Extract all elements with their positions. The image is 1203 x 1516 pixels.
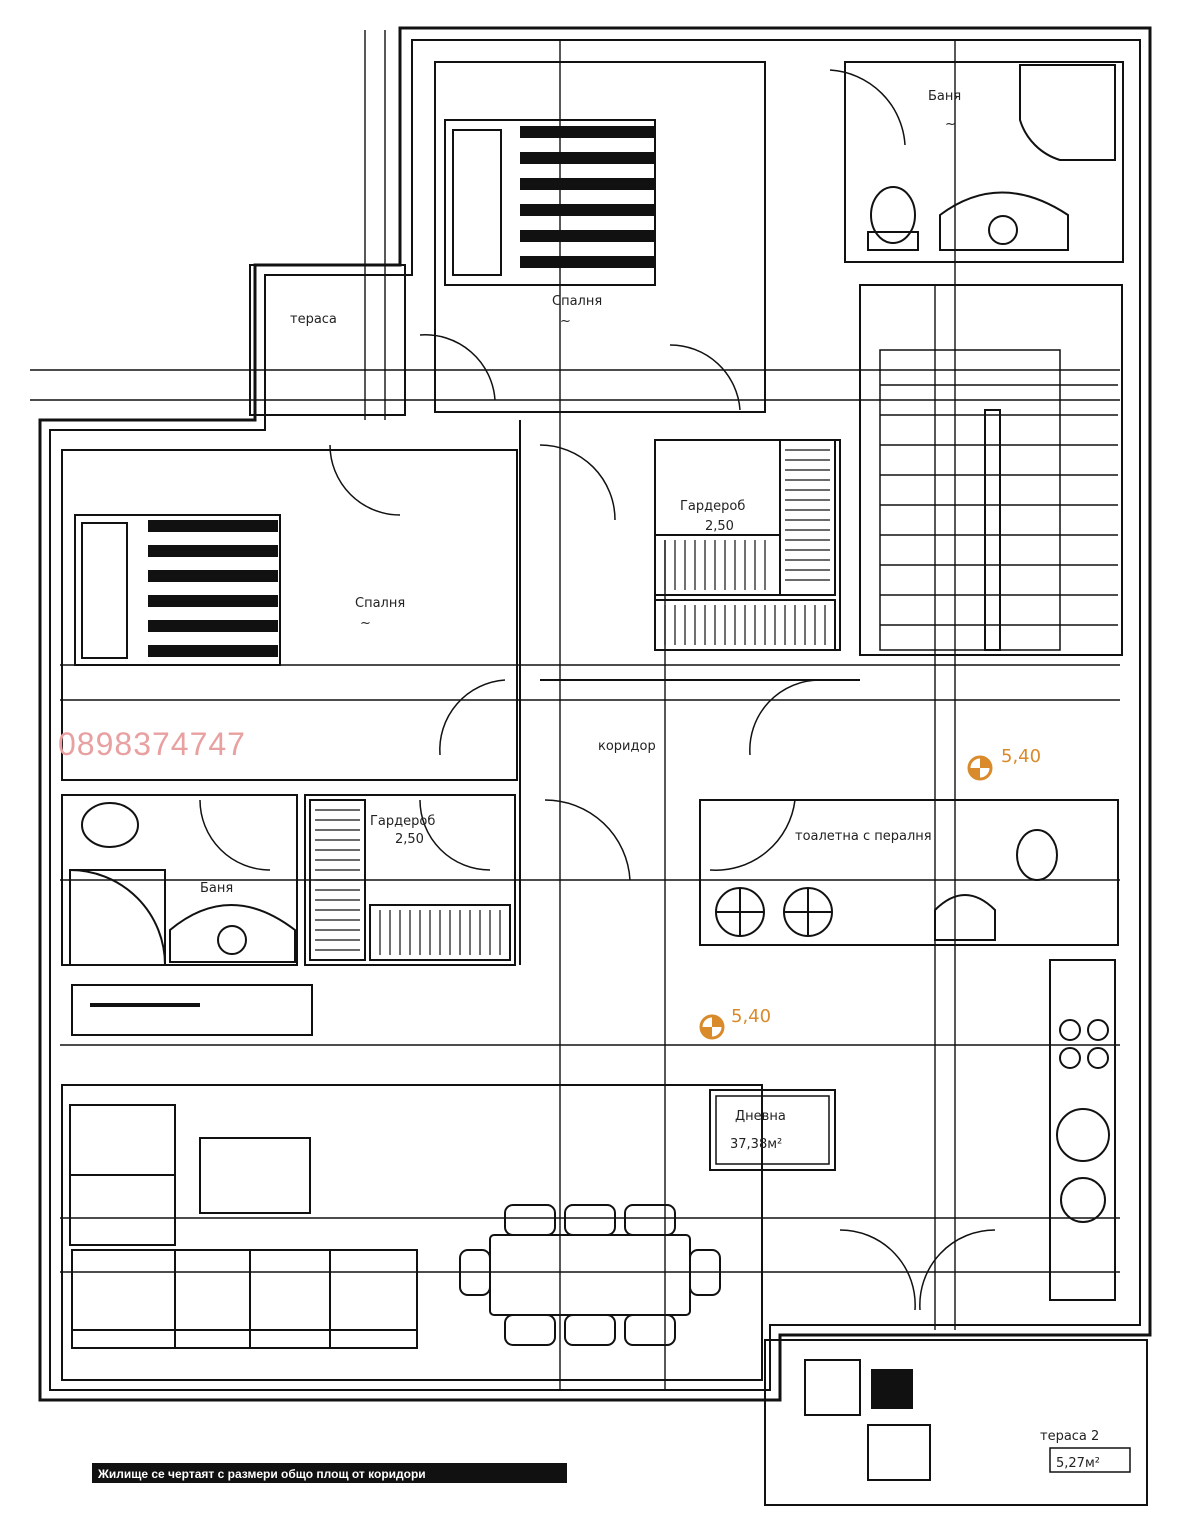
room-area-bedroom-left: ~: [360, 616, 371, 631]
wardrobe-hatch: [309, 439, 836, 961]
elevation-value: 5,40: [1001, 746, 1041, 767]
room-label-terrace-bottom: тераса 2: [1040, 1429, 1099, 1444]
kitchen-counter: [1049, 959, 1116, 1301]
stair-room: [859, 284, 1123, 656]
room-label-bathroom-left: Баня: [200, 881, 233, 896]
terrace-bottom: [764, 1339, 1148, 1506]
watermark-phone: 0898374747: [58, 726, 246, 762]
wardrobe-mid-room: [654, 439, 841, 651]
room-area-bedroom-top: ~: [560, 314, 571, 329]
bedroom-left-room: [61, 449, 518, 781]
room-area-bathroom-top: ~: [945, 117, 956, 132]
room-area-wardrobe-left: 2,50: [395, 832, 424, 847]
room-area-wardrobe-mid: 2,50: [705, 519, 734, 534]
room-label-bedroom-top: Спалня: [552, 294, 602, 309]
bed-left: [74, 514, 281, 666]
elevation-marker: 5,40: [699, 1006, 771, 1040]
caption-text: Жилище се чертаят с размери общо площ от…: [97, 1467, 426, 1481]
staircase: [879, 349, 1118, 651]
bathroom-top-room: [844, 61, 1124, 263]
room-label-wardrobe-left: Гардероб: [370, 814, 435, 829]
room-label-terrace-top: тераса: [290, 312, 337, 327]
bed-top: [444, 119, 656, 286]
outer-wall-inner: [49, 39, 1141, 1391]
room-area-living: 37,38м²: [730, 1137, 782, 1152]
door-swings: [199, 69, 996, 1311]
room-label-bathroom-top: Баня: [928, 89, 961, 104]
room-label-living: Дневна: [735, 1109, 786, 1124]
elevation-marker: 5,40: [967, 746, 1041, 781]
wc-laundry-room: [699, 799, 1119, 946]
room-label-bedroom-left: Спалня: [355, 596, 405, 611]
elevation-value: 5,40: [731, 1006, 771, 1027]
caption-bar: [92, 1463, 567, 1483]
living-furniture: [69, 984, 931, 1481]
room-label-corridor: коридор: [598, 739, 656, 754]
room-area-terrace-bottom: 5,27м²: [1056, 1456, 1100, 1471]
bedroom-top-room: [434, 61, 766, 413]
bath-fixtures: [69, 64, 1116, 966]
terrace-top: [249, 264, 406, 416]
living-room: [61, 1084, 763, 1381]
room-label-wc-laundry: тоалетна с пералня: [795, 829, 932, 844]
room-label-wardrobe-mid: Гардероб: [680, 499, 745, 514]
